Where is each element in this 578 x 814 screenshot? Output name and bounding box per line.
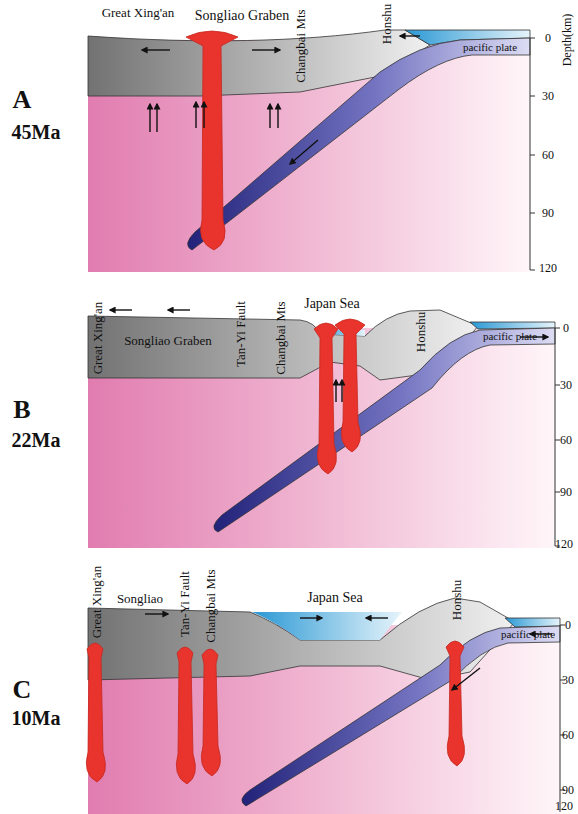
motion-arrow (366, 617, 388, 618)
magma-plume (201, 649, 220, 776)
place-label: Changbai Mts (204, 569, 217, 642)
magma-plume (314, 323, 338, 474)
place-label: Honshu (380, 4, 393, 44)
place-label: pacific plate (463, 42, 517, 53)
axis-tick (530, 213, 535, 214)
axis-label: 30 (562, 674, 574, 686)
panel-label: B (13, 397, 30, 423)
place-label: pacific plate (483, 331, 537, 342)
axis-label: 120 (555, 800, 573, 812)
motion-arrow (290, 140, 318, 164)
place-label: Honshu (450, 580, 463, 620)
depth-axis (530, 38, 531, 270)
pacific-slab (242, 626, 560, 806)
magma-plume (335, 319, 365, 452)
pacific-slab (188, 38, 530, 250)
motion-arrow (341, 380, 342, 402)
motion-arrow (277, 104, 278, 128)
axis-tick (560, 625, 565, 626)
ocean (505, 618, 560, 627)
place-label: Changbai Mts (274, 301, 287, 374)
axis-tick (555, 440, 560, 441)
axis-label: 0 (563, 322, 569, 334)
axis-label: 0 (545, 32, 551, 44)
axis-tick (530, 96, 535, 97)
axis-label: 120 (539, 262, 557, 274)
axis-label: 60 (542, 149, 554, 161)
panel-label: 45Ma (12, 122, 61, 142)
motion-arrow (269, 104, 270, 128)
place-label: Japan Sea (304, 297, 360, 311)
place-label: Great Xing'an (90, 566, 103, 639)
axis-tick (530, 38, 535, 39)
magma-plume (86, 643, 105, 782)
place-label: Tan-Yi Fault (234, 301, 247, 367)
place-label: Great Xing'an (102, 6, 175, 19)
magma-plume (446, 641, 465, 766)
place-label: Songliao Graben (124, 334, 212, 347)
axis-label: 90 (542, 207, 554, 219)
place-label: Songliao (117, 592, 163, 605)
panel-label: C (13, 677, 32, 703)
axis-label: 30 (560, 379, 572, 391)
motion-arrow (145, 613, 168, 614)
panel-label: A (13, 87, 32, 113)
motion-arrow (203, 102, 204, 128)
place-label: Songliao Graben (195, 9, 289, 23)
motion-arrow (149, 104, 150, 132)
axis-tick (530, 155, 535, 156)
axis-label: 0 (565, 619, 571, 631)
axis-tick (555, 328, 560, 329)
motion-arrow (110, 309, 132, 310)
depth-axis (560, 625, 561, 812)
motion-arrow (252, 49, 280, 50)
motion-arrow (168, 309, 190, 310)
pacific-slab (214, 328, 555, 532)
axis-tick (530, 270, 535, 271)
panel-label: 10Ma (12, 708, 61, 728)
motion-arrow (156, 104, 157, 132)
place-label: pacific plate (501, 629, 555, 640)
motion-arrow (335, 380, 336, 402)
axis-tick (555, 385, 560, 386)
place-label: Tan-Yi Fault (178, 571, 191, 637)
axis-label: 60 (560, 434, 572, 446)
axis-label: 30 (542, 90, 554, 102)
sea-water (252, 612, 402, 640)
axis-label: 60 (562, 729, 574, 741)
place-label: Great Xing'an (91, 302, 104, 375)
place-label: Changbai Mts (294, 9, 307, 82)
motion-arrow (142, 49, 170, 50)
panel-label: 22Ma (12, 430, 61, 450)
axis-label: Depth(km) (561, 14, 573, 67)
axis-tick (555, 492, 560, 493)
depth-axis (555, 328, 556, 546)
axis-label: 90 (562, 784, 574, 796)
motion-arrow (400, 35, 420, 36)
magma-plume (176, 647, 195, 784)
axis-label: 120 (555, 538, 573, 550)
motion-arrow (300, 617, 322, 618)
motion-arrow (195, 102, 196, 128)
place-label: Japan Sea (307, 591, 363, 605)
magma-plume (186, 31, 238, 250)
motion-arrow (452, 668, 480, 690)
place-label: Honshu (414, 312, 427, 352)
axis-label: 90 (560, 486, 572, 498)
